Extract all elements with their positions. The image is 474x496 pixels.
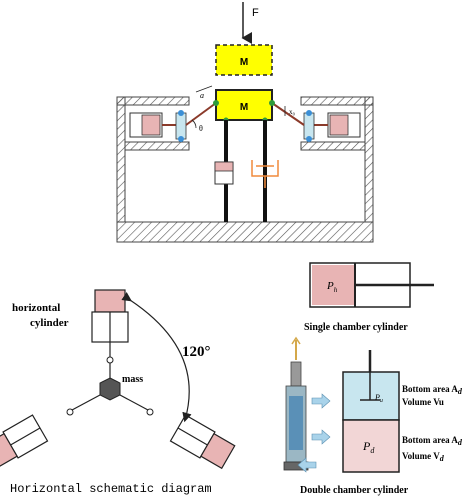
upper-pressure-label: Pu — [374, 393, 383, 404]
angle-arc-120 — [121, 292, 192, 423]
left-link — [185, 102, 217, 126]
left-rod-joint — [66, 408, 74, 416]
right-link — [271, 102, 305, 126]
photo-in-arrow-top — [311, 393, 331, 409]
right-cyl-divider — [177, 427, 208, 446]
single-pressure-label: Ph — [326, 280, 338, 294]
lower-area-label: Bottom area Ad — [402, 435, 463, 447]
frame-left-wall — [116, 96, 126, 223]
angle-120-label: 120° — [182, 344, 211, 360]
frame-right-inner-ledge — [300, 141, 366, 151]
photo-in-arrow-mid — [311, 429, 331, 445]
angle-arc — [191, 119, 197, 129]
frame-top-right-ledge — [300, 96, 374, 106]
mass-left-joint — [213, 100, 219, 106]
lower-pressure-label: Pd — [362, 439, 375, 455]
vertical-cylinder-chamber — [214, 161, 234, 172]
ghost-mass-label: M — [240, 57, 248, 68]
upper-volume-label: Volume Vu — [402, 397, 444, 407]
top-rod-joint — [106, 356, 114, 364]
double-lower-chamber — [342, 419, 400, 473]
left-link-2 — [71, 394, 101, 411]
frame-base — [116, 221, 374, 243]
photo-out-arrow-bottom — [297, 457, 317, 473]
displacement-label: x₀ — [289, 108, 296, 116]
double-chamber-cylinder: Pu Pd Bottom area Ad Volume Vu Bottom ar… — [283, 336, 463, 496]
left-cylinder-group — [0, 414, 49, 470]
lower-volume-label: Volume Vd — [402, 451, 445, 463]
double-caption: Double chamber cylinder — [300, 485, 409, 496]
photo-up-arrow-head — [291, 336, 301, 345]
frame-left-inner-ledge — [124, 141, 190, 151]
mass-label: M — [240, 102, 248, 113]
horizontal-schematic: mass 120° horizontal cylinder Horizontal… — [0, 289, 236, 496]
mass-right-joint — [269, 100, 275, 106]
mass-text: mass — [122, 374, 143, 385]
right-slider — [303, 112, 315, 140]
left-cyl-chamber — [0, 432, 18, 470]
right-rod-joint — [146, 408, 154, 416]
horizontal-label-line1: horizontal — [12, 302, 60, 314]
left-cylinder-chamber — [141, 114, 161, 136]
right-link-2 — [119, 394, 149, 411]
left-slider-top-joint — [178, 110, 184, 116]
force-label: F — [252, 7, 259, 19]
single-caption: Single chamber cylinder — [304, 322, 408, 333]
photo-rod — [290, 361, 302, 387]
right-cyl-chamber — [200, 432, 236, 470]
ghost-mass-block — [215, 44, 273, 76]
left-slider-bottom-joint — [178, 136, 184, 142]
frame-top-left-ledge — [116, 96, 190, 106]
horizontal-label-line2: cylinder — [30, 317, 69, 329]
single-chamber-cylinder: Ph Single chamber cylinder — [304, 262, 434, 333]
upper-area-label: Bottom area Ad — [402, 384, 463, 396]
left-slider — [175, 112, 187, 140]
photo-inner — [289, 396, 303, 450]
left-cyl-divider — [10, 427, 41, 446]
single-cylinder-chamber — [312, 265, 354, 305]
top-mechanism: F M — [116, 2, 374, 243]
angle-theta-label: θ — [199, 124, 203, 133]
double-upper-chamber — [342, 371, 400, 421]
right-slider-top-joint — [306, 110, 312, 116]
frame-right-wall — [364, 96, 374, 223]
link-length-leader — [195, 85, 213, 93]
right-cylinder-group — [169, 414, 236, 470]
horizontal-caption: Horizontal schematic diagram — [10, 482, 212, 496]
right-slider-bottom-joint — [306, 136, 312, 142]
link-length-label: a — [200, 91, 204, 100]
mass-block — [215, 89, 273, 121]
cylinder-photo — [283, 336, 331, 473]
mass-hexagon — [99, 377, 121, 401]
right-cylinder-chamber — [329, 114, 349, 136]
top-cylinder-chamber — [94, 289, 126, 313]
